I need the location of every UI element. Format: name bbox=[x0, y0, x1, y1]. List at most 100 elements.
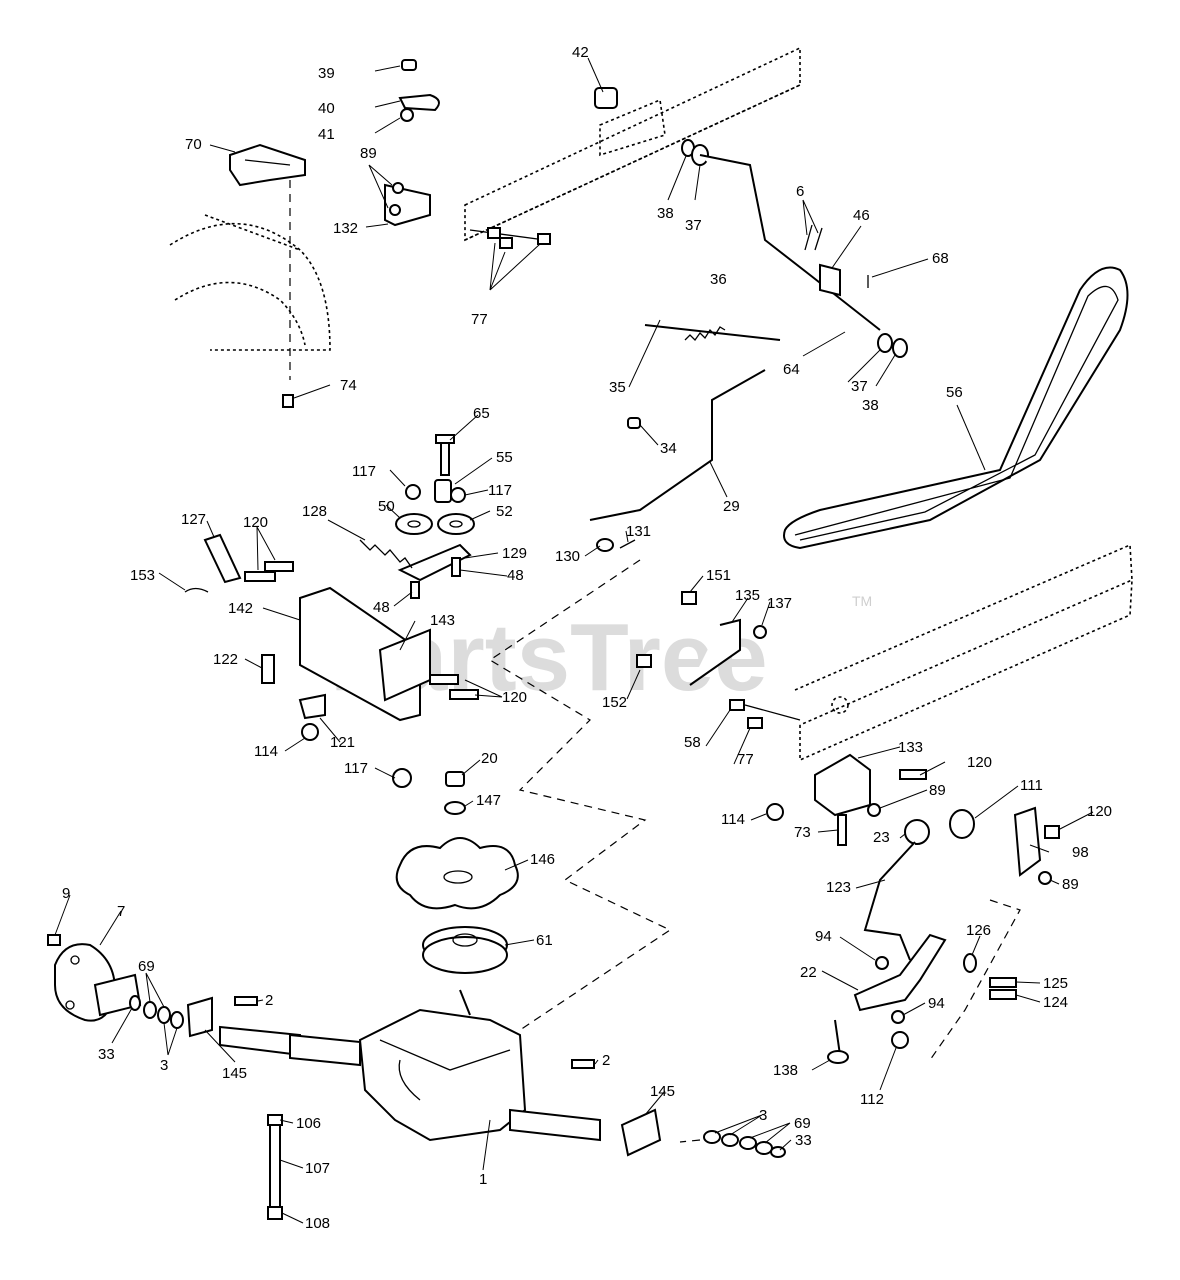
part-114-121-nuts bbox=[298, 693, 326, 741]
callout-112: 112 bbox=[860, 1091, 884, 1108]
callout-132: 132 bbox=[333, 220, 358, 237]
callout-147: 147 bbox=[476, 792, 501, 809]
callout-138: 138 bbox=[773, 1062, 798, 1079]
pivot-shaft bbox=[699, 154, 881, 331]
callout-126: 126 bbox=[966, 922, 991, 939]
callout-137: 137 bbox=[767, 595, 792, 612]
callout-2b: 2 bbox=[602, 1052, 610, 1069]
part-29-rod bbox=[589, 369, 766, 521]
part-137-nut bbox=[753, 625, 767, 639]
part-145-brackets bbox=[186, 996, 662, 1157]
callout-37: 37 bbox=[685, 217, 702, 234]
callout-130: 130 bbox=[555, 548, 580, 565]
callout-48a: 48 bbox=[373, 599, 390, 616]
callout-122: 122 bbox=[213, 651, 238, 668]
axle-right bbox=[509, 1108, 601, 1142]
part-42-bushing bbox=[594, 87, 618, 109]
part-120-bolts-right bbox=[899, 769, 927, 780]
callout-117a: 117 bbox=[352, 463, 376, 480]
callout-50: 50 bbox=[378, 498, 395, 515]
part-114-nut-right bbox=[766, 803, 784, 821]
dashed-belt-path bbox=[488, 559, 672, 1031]
callout-48b: 48 bbox=[507, 567, 524, 584]
callout-94a: 94 bbox=[815, 928, 832, 945]
part-50-52-pulleys bbox=[395, 513, 475, 535]
seat-pan-outline bbox=[169, 214, 331, 351]
callout-22: 22 bbox=[800, 964, 817, 981]
callout-125: 125 bbox=[1043, 975, 1068, 992]
part-94-nuts bbox=[875, 956, 905, 1024]
dashed-lever-path bbox=[929, 899, 1021, 1061]
leader-lines bbox=[54, 57, 1094, 1224]
callout-40: 40 bbox=[318, 100, 335, 117]
part-73-bolt bbox=[837, 814, 847, 846]
callout-7: 7 bbox=[117, 903, 125, 920]
part-77-bolts-top bbox=[469, 227, 551, 249]
callout-128: 128 bbox=[302, 503, 327, 520]
callout-52: 52 bbox=[496, 503, 513, 520]
callout-33a: 33 bbox=[98, 1046, 115, 1063]
callout-38b: 38 bbox=[862, 397, 879, 414]
callout-74: 74 bbox=[340, 377, 357, 394]
callout-142: 142 bbox=[228, 600, 253, 617]
callout-77b: 77 bbox=[737, 751, 754, 768]
callout-117b: 117 bbox=[488, 482, 512, 499]
callout-41: 41 bbox=[318, 126, 335, 143]
callout-65: 65 bbox=[473, 405, 490, 422]
part-58-77-bolts bbox=[729, 699, 801, 729]
part-132-bracket bbox=[384, 182, 431, 227]
part-35-rod bbox=[644, 324, 781, 341]
callout-38: 38 bbox=[657, 205, 674, 222]
callout-133: 133 bbox=[898, 739, 923, 756]
callout-20: 20 bbox=[481, 750, 498, 767]
callout-111: 111 bbox=[1020, 777, 1043, 794]
callout-145a: 145 bbox=[222, 1065, 247, 1082]
part-111-bushing bbox=[949, 809, 975, 839]
callout-120b: 120 bbox=[502, 689, 527, 706]
part-48-bolts bbox=[410, 557, 461, 599]
part-65-bolt bbox=[435, 434, 455, 476]
callout-3a: 3 bbox=[160, 1057, 168, 1074]
callout-labels: 39 40 41 42 70 89 132 77 38 37 6 46 68 3… bbox=[62, 44, 1112, 1232]
callout-34: 34 bbox=[660, 440, 677, 457]
part-128-spring bbox=[359, 539, 413, 569]
callout-3b: 3 bbox=[759, 1107, 767, 1124]
callout-120d: 120 bbox=[1087, 803, 1112, 820]
axle-left bbox=[219, 1025, 361, 1067]
part-69-3-33-washers-left bbox=[129, 995, 184, 1029]
callout-120a: 120 bbox=[243, 514, 268, 531]
part-37-38-washers-bottom bbox=[877, 333, 908, 358]
callout-94b: 94 bbox=[928, 995, 945, 1012]
part-61-pulley bbox=[422, 926, 508, 974]
callout-64: 64 bbox=[783, 361, 800, 378]
callout-89: 89 bbox=[360, 145, 377, 162]
callout-121: 121 bbox=[330, 734, 355, 751]
callout-29: 29 bbox=[723, 498, 740, 515]
part-2-keys bbox=[234, 996, 595, 1069]
part-133-plate bbox=[814, 753, 871, 817]
callout-58: 58 bbox=[684, 734, 701, 751]
part-117-nuts bbox=[405, 484, 466, 503]
part-135-link bbox=[689, 618, 741, 686]
part-56-belt bbox=[783, 266, 1129, 550]
callout-106: 106 bbox=[296, 1115, 321, 1132]
part-70-cover bbox=[229, 143, 306, 187]
part-130-131-washer bbox=[596, 538, 636, 552]
part-120-89-right-edge bbox=[1038, 825, 1060, 885]
part-138-112-washers bbox=[827, 1031, 909, 1064]
part-22-bracket bbox=[834, 933, 947, 1056]
callout-9: 9 bbox=[62, 885, 70, 902]
part-74-bolt bbox=[282, 394, 294, 408]
part-1-transaxle bbox=[358, 989, 527, 1142]
callout-68: 68 bbox=[932, 250, 949, 267]
part-9-bolt bbox=[47, 934, 61, 946]
callout-153: 153 bbox=[130, 567, 155, 584]
callout-35: 35 bbox=[609, 379, 626, 396]
callout-107: 107 bbox=[305, 1160, 330, 1177]
callout-127: 127 bbox=[181, 511, 206, 528]
callout-114b: 114 bbox=[721, 811, 745, 828]
callout-146: 146 bbox=[530, 851, 555, 868]
part-152-bolt bbox=[636, 654, 652, 668]
callout-23: 23 bbox=[873, 829, 890, 846]
